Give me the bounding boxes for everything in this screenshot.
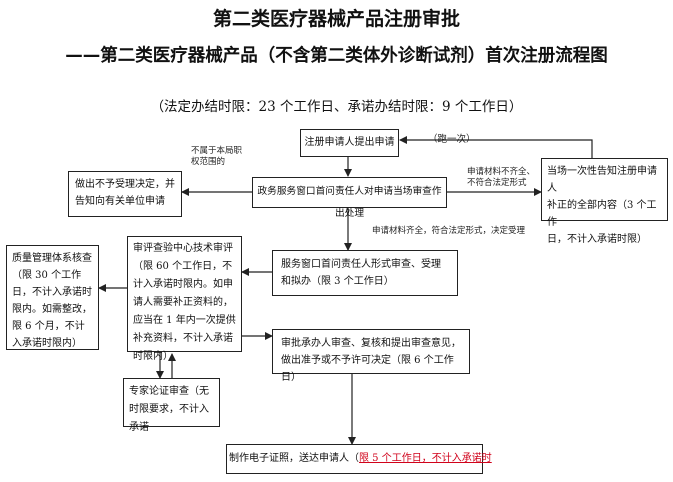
arrow-notify-to-apply (399, 136, 593, 158)
window-decide-box: 政务服务窗口首问责任人对申请当场审查作出处理 (252, 177, 447, 219)
quality-check-box: 质量管理体系核查（限 30 个工作日，不计入承诺时限内。如需整改，限 6 个月，… (6, 245, 99, 350)
approve-label: 审批承办人审查、复核和提出审查意见，做出准予或不予许可决定（限 6 个工作日） (281, 338, 461, 383)
window-decide-label: 政务服务窗口首问责任人对申请当场审查作出处理 (257, 186, 442, 219)
page-subtitle: ——第二类医疗器械产品（不含第二类体外诊断试剂）首次注册流程图 (65, 46, 608, 66)
label-not-in-scope: 不属于本局职权范围的 (191, 146, 243, 167)
formal-review-box: 服务窗口首问责任人形式审查、受理和拟办（限 3 个工作日） (272, 250, 458, 296)
notify-line1: 当场一次性告知注册申请人 (547, 166, 657, 194)
reject-box: 做出不予受理决定，并告知向有关单位申请 (68, 171, 182, 217)
apply-box: 注册申请人提出申请 (300, 129, 399, 157)
certificate-box: 制作电子证照，送达申请人（限 5 个工作日，不计入承诺时 (226, 444, 492, 474)
formal-review-label: 服务窗口首问责任人形式审查、受理和拟办（限 3 个工作日） (281, 259, 441, 287)
tech-review-label: 审评查验中心技术审评（限 60 个工作日，不计入承诺时限内。如申请人需要补正资料… (133, 243, 236, 362)
time-limits: （法定办结时限：23 个工作日、承诺办结时限：9 个工作日） (150, 99, 523, 115)
page-title: 第二类医疗器械产品注册审批 (212, 8, 460, 30)
expert-box: 专家论证审查（无时限要求，不计入承诺 (123, 378, 220, 433)
label-complete: 申请材料齐全，符合法定形式，决定受理 (372, 226, 526, 236)
tech-review-box: 审评查验中心技术审评（限 60 个工作日，不计入承诺时限内。如申请人需要补正资料… (127, 236, 242, 362)
reject-label: 做出不予受理决定，并告知向有关单位申请 (75, 179, 175, 207)
label-incomplete-line1: 申请材料不齐全、 (467, 167, 536, 177)
approve-box: 审批承办人审查、复核和提出审查意见，做出准予或不予许可决定（限 6 个工作日） (272, 329, 470, 383)
quality-check-label: 质量管理体系核查（限 30 个工作日，不计入承诺时限内。如需整改，限 6 个月，… (12, 253, 92, 349)
apply-label: 注册申请人提出申请 (304, 137, 395, 148)
label-incomplete: 申请材料不齐全、 不符合法定形式 (467, 167, 535, 189)
certificate-label: 制作电子证照，送达申请人（ (229, 453, 359, 464)
notify-line2: 补正的全部内容（3 个工作 (547, 200, 657, 228)
label-incomplete-line2: 不符合法定形式 (467, 178, 527, 188)
notify-box: 当场一次性告知注册申请人 补正的全部内容（3 个工作 日，不计入承诺时限） (541, 158, 668, 245)
notify-line3: 日，不计入承诺时限） (547, 234, 647, 245)
expert-label: 专家论证审查（无时限要求，不计入承诺 (129, 386, 209, 433)
apply-note: （跑一次） (428, 134, 476, 145)
certificate-time-limit: 限 5 个工作日，不计入承诺时 (359, 453, 492, 464)
